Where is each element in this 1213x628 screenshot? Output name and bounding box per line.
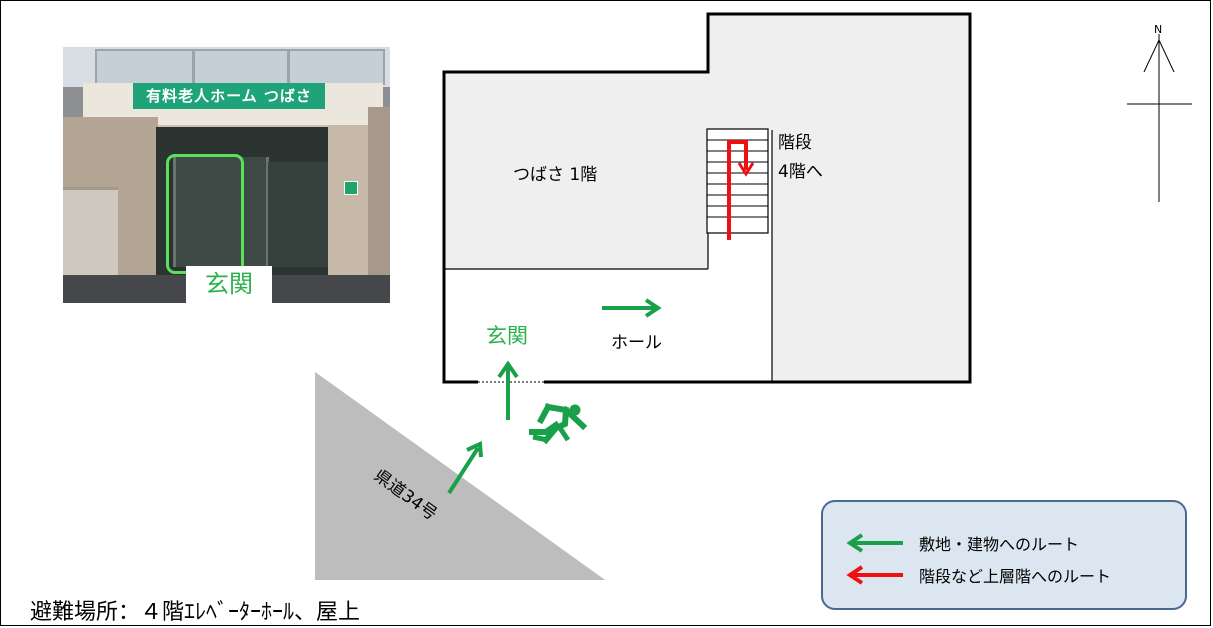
compass-label: N [1154,23,1162,36]
green-arrow-icon [846,533,903,553]
route-legend: 敷地・建物へのルート 階段など上層階へのルート [821,500,1187,610]
legend-red-label: 階段など上層階へのルート [919,567,1112,586]
building-sign: 有料老人ホーム つばさ [133,83,325,109]
refuge-note: 避難場所：４階ｴﾚﾍﾞｰﾀｰﾎｰﾙ、屋上 [30,600,361,625]
legend-green-label: 敷地・建物へのルート [919,535,1080,554]
floor-label: つばさ 1階 [513,165,597,185]
stairs-label: 階段 [778,133,812,153]
photo-entrance-label: 玄関 [186,266,272,303]
compass-north-icon [1127,34,1192,202]
red-arrow-icon [846,565,903,585]
entrance-label: 玄関 [486,324,528,348]
stairs-dest-label: 4階へ [778,162,823,182]
hall-area [444,130,772,382]
stairs [706,128,769,234]
legend-row-site-route: 敷地・建物へのルート [845,530,1079,556]
hall-label: ホール [611,333,662,353]
building-photo: 有料老人ホーム つばさ [63,47,390,303]
stairs-route-arrow [727,140,748,240]
exit-sign-icon [344,181,358,195]
legend-row-upper-route: 階段など上層階へのルート [845,562,1111,588]
ground-route [447,298,662,495]
running-person-icon [529,402,588,445]
